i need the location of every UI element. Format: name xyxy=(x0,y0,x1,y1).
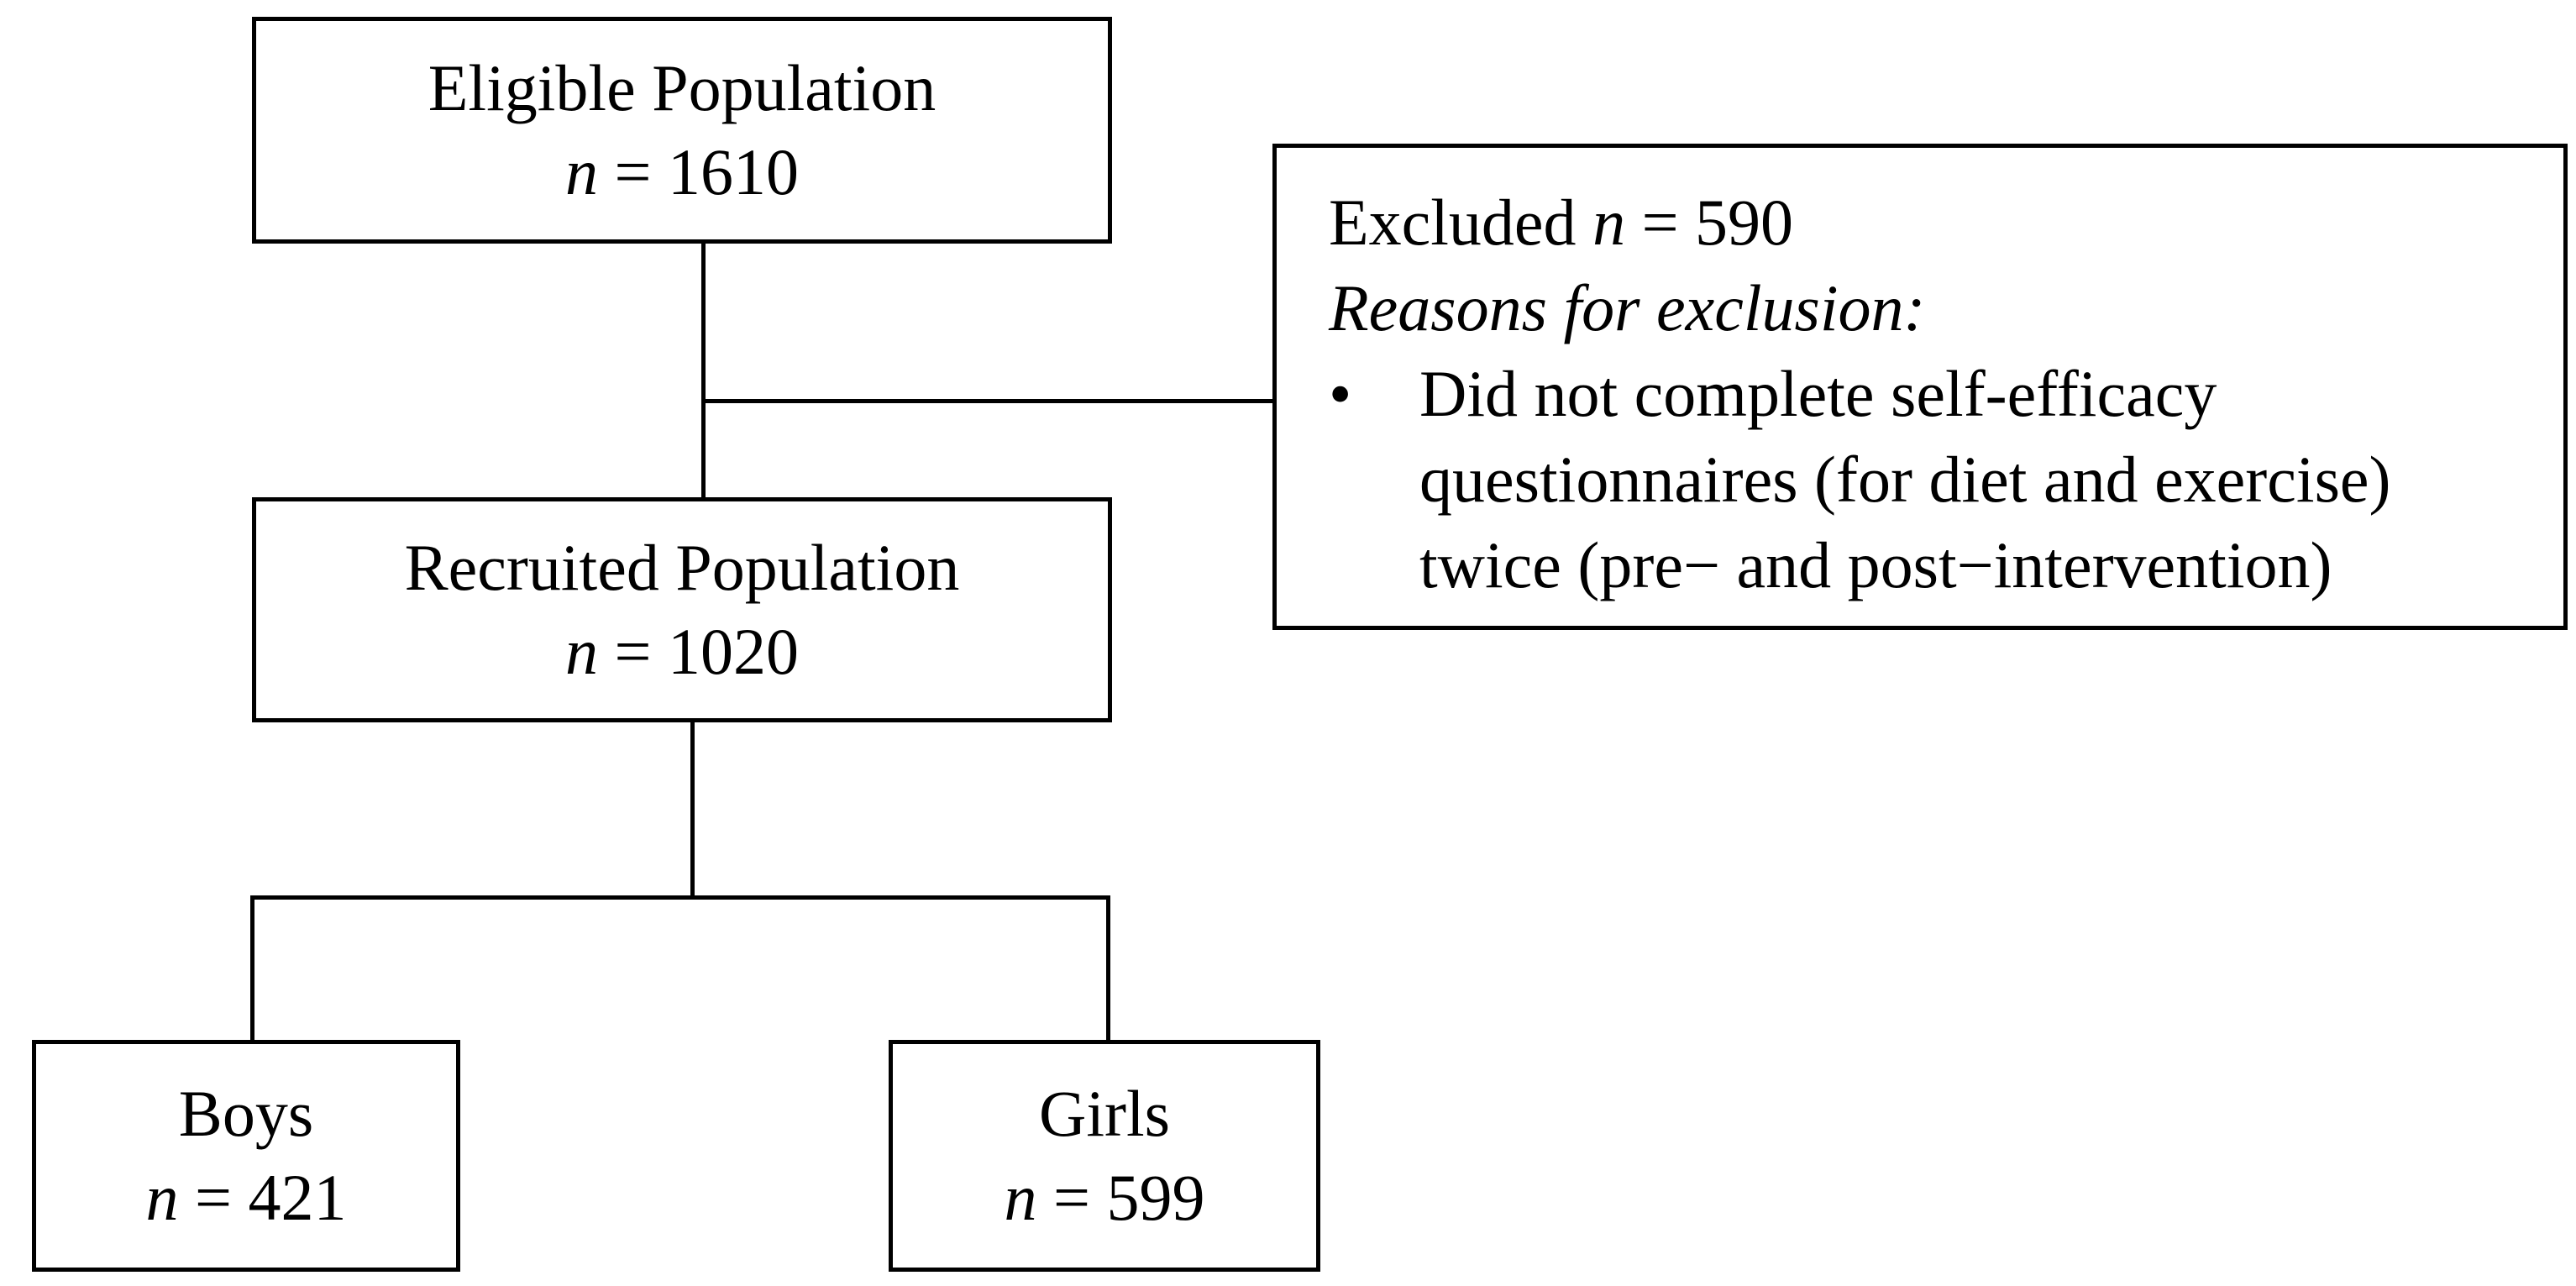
eligible-n-symbol: n xyxy=(565,135,598,208)
girls-n-symbol: n xyxy=(1004,1161,1037,1234)
boys-box: Boys n = 421 xyxy=(32,1040,460,1272)
excluded-n-value: = 590 xyxy=(1641,186,1794,259)
recruited-n-symbol: n xyxy=(565,615,598,688)
girls-box: Girls n = 599 xyxy=(889,1040,1320,1272)
recruited-title: Recruited Population xyxy=(404,531,960,604)
reasons-heading: Reasons for exclusion: xyxy=(1329,271,1926,344)
excluded-count: Excluded n = 590 xyxy=(1329,180,2563,265)
reason-line: questionnaires (for diet and exercise) xyxy=(1419,443,2391,516)
girls-n-value: = 599 xyxy=(1053,1161,1205,1234)
eligible-n-value: = 1610 xyxy=(614,135,800,208)
eligible-title: Eligible Population xyxy=(428,51,936,124)
connector-eligible-to-recruited xyxy=(701,244,706,500)
reason-text: Did not complete self-efficacy questionn… xyxy=(1419,351,2391,608)
excluded-box: Excluded n = 590 Reasons for exclusion: … xyxy=(1272,144,2568,630)
recruited-population-box: Recruited Population n = 1020 xyxy=(252,497,1112,722)
eligible-count: n = 1610 xyxy=(565,130,799,214)
boys-count: n = 421 xyxy=(146,1156,347,1240)
connector-split-bar xyxy=(250,895,1110,900)
connector-to-boys xyxy=(250,895,254,1042)
recruited-n-value: = 1020 xyxy=(614,615,800,688)
girls-title: Girls xyxy=(1039,1077,1170,1150)
boys-title: Boys xyxy=(178,1077,314,1150)
boys-n-symbol: n xyxy=(145,1161,179,1234)
connector-recruited-down xyxy=(690,722,695,897)
reason-line: Did not complete self-efficacy xyxy=(1419,357,2217,430)
girls-count: n = 599 xyxy=(1005,1156,1205,1240)
reason-bullet-item: • Did not complete self-efficacy questio… xyxy=(1329,351,2563,608)
connector-to-excluded xyxy=(701,399,1274,403)
eligible-population-box: Eligible Population n = 1610 xyxy=(252,17,1112,244)
bullet-icon: • xyxy=(1329,357,1352,430)
reason-line: twice (pre− and post−intervention) xyxy=(1419,528,2332,601)
recruited-count: n = 1020 xyxy=(565,610,799,694)
connector-to-girls xyxy=(1106,895,1110,1042)
boys-n-value: = 421 xyxy=(195,1161,347,1234)
excluded-title: Excluded xyxy=(1329,186,1577,259)
excluded-n-symbol: n xyxy=(1592,186,1626,259)
